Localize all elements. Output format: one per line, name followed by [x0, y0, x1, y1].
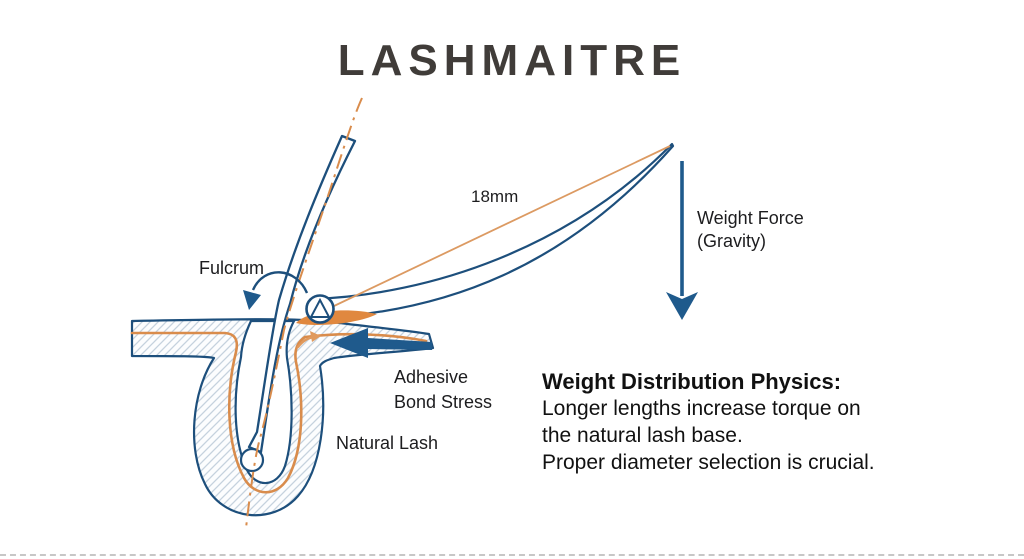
weight-force-label-line1: Weight Force [697, 208, 804, 228]
infobox-heading: Weight Distribution Physics: [542, 369, 842, 394]
weight-force-label-line2: (Gravity) [697, 231, 766, 251]
infobox-line2: the natural lash base. [542, 424, 743, 447]
adhesive-label-line2: Bond Stress [394, 392, 493, 412]
extension-lash-shape [310, 142, 675, 320]
fulcrum-icon [305, 294, 335, 324]
stress-arrow-icon [330, 328, 432, 358]
adhesive-bond-stress-label: Adhesive Bond Stress [394, 365, 492, 415]
torque-arrowhead-icon [243, 290, 261, 310]
infobox-line1: Longer lengths increase torque on [542, 397, 861, 420]
infobox-line3: Proper diameter selection is crucial. [542, 451, 875, 474]
length-label: 18mm [471, 187, 519, 206]
weight-force-arrowhead-icon [666, 292, 698, 320]
fulcrum-triangle-icon [309, 297, 331, 318]
bottom-divider [0, 554, 1024, 556]
lash-centerline [245, 97, 363, 529]
fulcrum-label: Fulcrum [199, 258, 265, 278]
weight-distribution-infobox: Weight Distribution Physics: Longer leng… [542, 368, 962, 476]
weight-force-label: Weight Force (Gravity) [697, 207, 804, 253]
page-title: LASHMAITRE [337, 36, 687, 85]
slip-arrowhead-icon [310, 331, 321, 342]
adhesive-label-line1: Adhesive [394, 367, 469, 387]
natural-lash-label: Natural Lash [336, 433, 439, 453]
papilla-bulb [239, 447, 265, 473]
measurement-line-18mm [333, 145, 671, 307]
torque-arc-icon [251, 271, 309, 294]
